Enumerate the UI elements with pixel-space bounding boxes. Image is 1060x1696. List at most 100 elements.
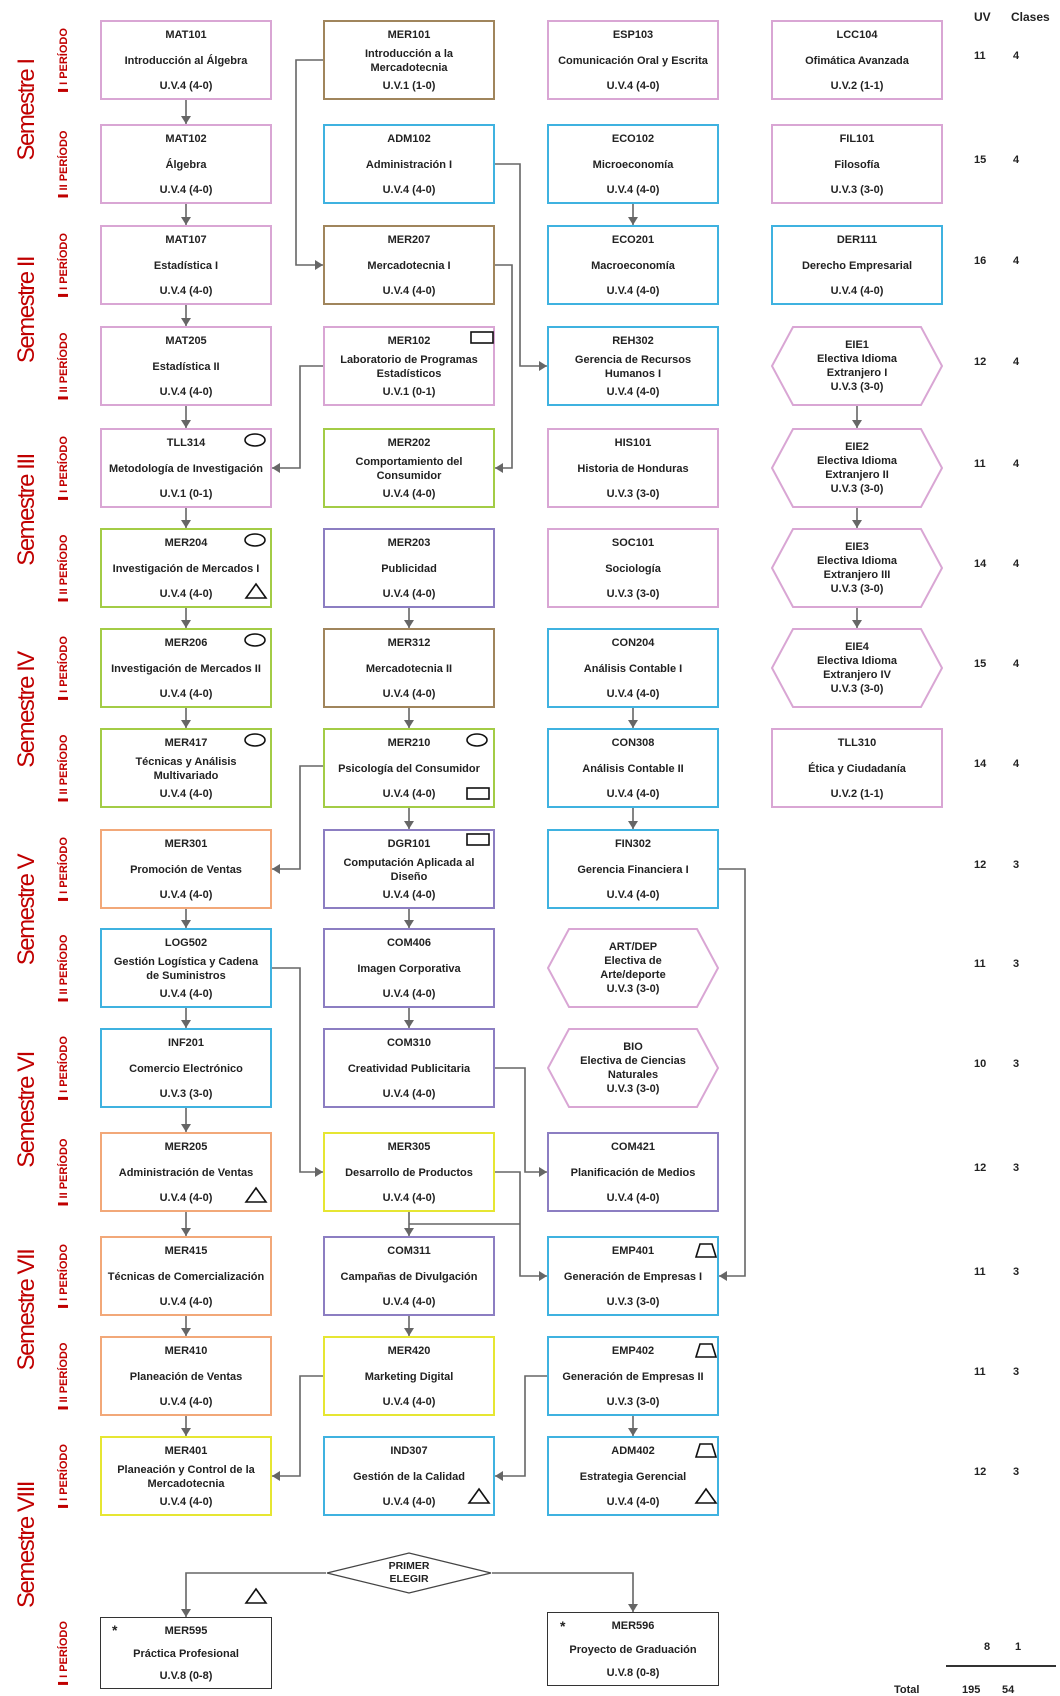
- period-label-text: II PERÍODO: [58, 333, 70, 400]
- row-clases-value: 4: [1013, 458, 1020, 470]
- row-clases-value: 3: [1013, 1058, 1020, 1070]
- course-code: MAT101: [165, 29, 207, 41]
- course-name: Planeación y Control de la Mercadotecnia: [117, 1463, 255, 1490]
- row-clases-value: 4: [1013, 558, 1020, 570]
- course-name: Historia de Honduras: [577, 462, 689, 475]
- trapezoid-symbol: [694, 1443, 718, 1458]
- course-code: MER305: [387, 1141, 431, 1153]
- course-code: EMP401: [611, 1245, 655, 1257]
- course-name: Estadística I: [153, 259, 219, 272]
- ellipse-symbol: [244, 433, 266, 447]
- course-code: MER595: [164, 1625, 208, 1637]
- row-clases-value: 4: [1013, 658, 1020, 670]
- total-label: Total: [894, 1684, 920, 1696]
- triangle-symbol: [244, 582, 268, 599]
- course-uv: U.V.4 (4-0): [382, 285, 436, 297]
- semester-label-text: Semestre III: [13, 454, 40, 566]
- course-code: ADM402: [611, 1445, 655, 1457]
- course-uv: U.V.1 (0-1): [159, 488, 213, 500]
- period-label-text: II PERÍODO: [58, 535, 70, 602]
- course-code: TLL314: [166, 437, 206, 449]
- course-code: MER207: [387, 234, 431, 246]
- course-code: ESP103: [612, 29, 654, 41]
- period-label-text: II PERÍODO: [58, 1139, 70, 1206]
- period-label-text: I PERÍODO: [58, 1036, 70, 1100]
- course-code: ART/DEP: [608, 941, 658, 953]
- arrow-head: [181, 1020, 191, 1028]
- row-uv-value: 15: [974, 658, 987, 670]
- course-uv: U.V.4 (4-0): [159, 184, 213, 196]
- connector-line: [495, 1067, 547, 1173]
- course-code: MER101: [387, 29, 431, 41]
- arrow-head: [272, 1471, 280, 1481]
- course-uv: U.V.4 (4-0): [606, 386, 660, 398]
- uv-column-header: UV: [974, 10, 991, 24]
- connector-line: [295, 59, 323, 266]
- row-uv-value: 11: [974, 50, 986, 62]
- arrow-head: [272, 463, 280, 473]
- course-uv: U.V.4 (4-0): [606, 80, 660, 92]
- ellipse-symbol: [244, 533, 266, 547]
- course-name: Macroeconomía: [591, 259, 675, 272]
- row-clases-value: 4: [1013, 758, 1020, 770]
- course-name: Técnicas de Comercialización: [107, 1270, 265, 1283]
- row-clases-value: 3: [1013, 1162, 1020, 1174]
- period-label-text: I PERÍODO: [58, 636, 70, 700]
- course-code: HIS101: [614, 437, 652, 449]
- triangle-symbol: [694, 1487, 718, 1504]
- row-uv-value: 14: [974, 558, 987, 570]
- course-code: TLL310: [837, 737, 877, 749]
- course-code: MER205: [164, 1141, 208, 1153]
- row-clases-value: 3: [1013, 1466, 1020, 1478]
- course-uv: U.V.4 (4-0): [159, 889, 213, 901]
- course-uv: U.V.4 (4-0): [382, 988, 436, 1000]
- course-uv: U.V.4 (4-0): [606, 1496, 660, 1508]
- arrow-head: [404, 720, 414, 728]
- course-uv: U.V.4 (4-0): [159, 1192, 213, 1204]
- course-code: IND307: [390, 1445, 428, 1457]
- course-name: Publicidad: [381, 562, 437, 575]
- course-uv: U.V.4 (4-0): [382, 788, 436, 800]
- course-name: Ofimática Avanzada: [805, 54, 909, 67]
- course-code: MER401: [164, 1445, 208, 1457]
- row-uv-value: 12: [974, 1466, 987, 1478]
- arrow-head: [539, 1271, 547, 1281]
- course-name: Administración de Ventas: [118, 1166, 254, 1179]
- course-uv: U.V.4 (4-0): [382, 1192, 436, 1204]
- decision-label: PRIMER ELEGIR: [388, 1560, 430, 1585]
- row-clases-value: 4: [1013, 50, 1020, 62]
- course-name: Análisis Contable I: [583, 662, 683, 675]
- triangle-symbol: [244, 1186, 268, 1203]
- row-uv-value: 14: [974, 758, 987, 770]
- course-name: Psicología del Consumidor: [338, 762, 480, 775]
- clases-column-header: Clases: [1011, 10, 1050, 24]
- connector-line: [408, 1212, 520, 1236]
- course-name: Electiva de Ciencias Naturales: [580, 1055, 686, 1081]
- course-uv: U.V.1 (1-0): [382, 80, 436, 92]
- arrow-head: [495, 463, 503, 473]
- course-name: Planificación de Medios: [570, 1166, 696, 1179]
- row-clases-value: 3: [1013, 1366, 1020, 1378]
- course-uv: U.V.4 (4-0): [382, 1296, 436, 1308]
- arrow-head: [539, 361, 547, 371]
- arrow-head: [181, 1228, 191, 1236]
- course-name: Electiva Idioma Extranjero I: [816, 353, 898, 379]
- course-uv: U.V.3 (3-0): [606, 983, 660, 995]
- course-name: Gerencia Financiera I: [577, 863, 689, 876]
- course-name: Computación Aplicada al Diseño: [343, 856, 475, 883]
